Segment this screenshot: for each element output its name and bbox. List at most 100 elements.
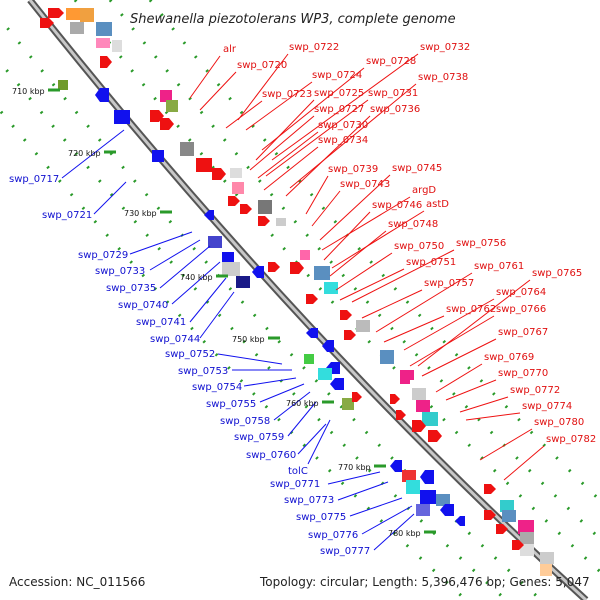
- label-leader-red: [189, 55, 221, 99]
- label-leader-red: [265, 99, 369, 177]
- gene-label-plus: swp_0780: [534, 417, 584, 428]
- gene-label-minus: swp_0775: [296, 512, 346, 523]
- gene-arrow: [322, 340, 334, 352]
- label-leader-red: [403, 298, 495, 351]
- gene-label-plus: swp_0734: [318, 135, 368, 146]
- gene-label-minus: swp_0721: [42, 210, 92, 221]
- label-leader-blue: [217, 353, 283, 365]
- gene-arrow: [258, 216, 270, 226]
- gene-arrow: [330, 378, 344, 390]
- gene-arrow: [240, 204, 252, 214]
- gene-label-minus: swp_0758: [220, 416, 270, 427]
- label-leader-blue: [93, 181, 127, 215]
- label-leader-blue: [361, 505, 413, 535]
- label-leader-blue: [287, 401, 317, 437]
- label-leader-red: [271, 53, 419, 161]
- gene-block: [420, 490, 436, 504]
- gene-label-plus: swp_0746: [372, 200, 422, 211]
- gene-block: [222, 262, 240, 276]
- label-leader-blue: [61, 129, 125, 179]
- gene-label-minus: swp_0755: [206, 399, 256, 410]
- gene-label-minus: swp_0733: [95, 266, 145, 277]
- gene-arrow: [484, 484, 496, 494]
- accession-label: Accession: NC_011566: [9, 575, 145, 589]
- kbp-tick-label: 760 kbp: [286, 399, 319, 408]
- label-leader-red: [323, 211, 371, 261]
- gene-label-plus: swp_0731: [368, 88, 418, 99]
- gene-arrow: [160, 118, 174, 130]
- gene-label-plus: astD: [426, 199, 449, 210]
- gene-block: [412, 388, 426, 400]
- label-leader-red: [465, 412, 521, 421]
- gene-arrow: [390, 460, 402, 472]
- label-leader-red: [503, 445, 545, 481]
- label-leader-blue: [337, 481, 389, 501]
- gene-label-plus: swp_0769: [484, 352, 534, 363]
- gene-label-plus: swp_0757: [424, 278, 474, 289]
- label-leader-blue: [373, 513, 415, 551]
- label-leader-red: [321, 196, 411, 251]
- gene-block: [540, 564, 552, 576]
- label-leader-blue: [273, 391, 311, 421]
- gene-arrow: [268, 262, 280, 272]
- gene-label-plus: swp_0723: [262, 89, 312, 100]
- kbp-tick-label: 720 kbp: [68, 149, 101, 158]
- label-leader-red: [329, 230, 387, 277]
- label-leader-red: [375, 272, 473, 333]
- gene-block: [520, 544, 534, 556]
- label-leader-blue: [243, 377, 297, 387]
- map-title: Shewanella piezotolerans WP3, complete g…: [130, 12, 456, 27]
- label-leader-red: [245, 81, 313, 131]
- gene-block: [58, 80, 68, 90]
- gene-block: [152, 150, 164, 162]
- gene-arrow: [396, 410, 406, 420]
- gene-label-minus: swp_0753: [178, 366, 228, 377]
- gene-label-plus: swp_0736: [370, 104, 420, 115]
- gene-block: [222, 252, 234, 264]
- gene-label-plus: swp_0766: [496, 304, 546, 315]
- gene-label-plus: swp_0770: [498, 368, 548, 379]
- label-leader-red: [249, 115, 315, 171]
- gene-label-plus: swp_0727: [314, 104, 364, 115]
- topology-label: Topology: circular; Length: 5,396,476 bp…: [259, 575, 590, 589]
- gene-arrow: [306, 328, 318, 338]
- gene-block: [232, 182, 244, 194]
- gene-block: [318, 368, 332, 380]
- gene-block: [416, 400, 430, 412]
- gene-arrow: [306, 294, 318, 304]
- label-leader-blue: [149, 239, 201, 271]
- gene-arrow: [344, 330, 356, 340]
- gene-label-plus: swp_0767: [498, 327, 548, 338]
- kbp-tick-label: 740 kbp: [180, 273, 213, 282]
- label-leader-blue: [171, 261, 221, 305]
- label-leader-red: [311, 190, 341, 227]
- gene-label-plus: swp_0743: [340, 179, 390, 190]
- gene-block: [300, 250, 310, 260]
- kbp-tick-label: 750 kbp: [232, 335, 265, 344]
- kbp-tick-label: 730 kbp: [124, 209, 157, 218]
- gene-label-plus: swp_0730: [318, 120, 368, 131]
- label-leader-blue: [327, 471, 381, 485]
- gene-label-minus: swp_0741: [136, 317, 186, 328]
- label-leader-red: [421, 338, 497, 377]
- gene-arrow: [412, 420, 426, 432]
- gene-label-plus: swp_0772: [510, 385, 560, 396]
- label-leader-lines: [61, 53, 545, 551]
- gene-label-minus: swp_0740: [118, 300, 168, 311]
- gene-label-plus: swp_0756: [456, 238, 506, 249]
- gene-block: [406, 480, 420, 494]
- gene-block: [196, 158, 212, 172]
- gene-arrow: [228, 196, 240, 206]
- gene-block: [236, 276, 250, 288]
- label-leader-blue: [297, 423, 327, 455]
- gene-arrow: [440, 504, 454, 516]
- gene-arrow: [340, 310, 352, 320]
- gene-arrow: [455, 516, 465, 526]
- gene-label-plus: swp_0774: [522, 401, 572, 412]
- gene-label-plus: argD: [412, 185, 436, 196]
- gene-block: [436, 494, 450, 506]
- gene-label-plus: swp_0765: [532, 268, 582, 279]
- gene-block: [502, 510, 516, 522]
- gene-arrow: [40, 18, 54, 28]
